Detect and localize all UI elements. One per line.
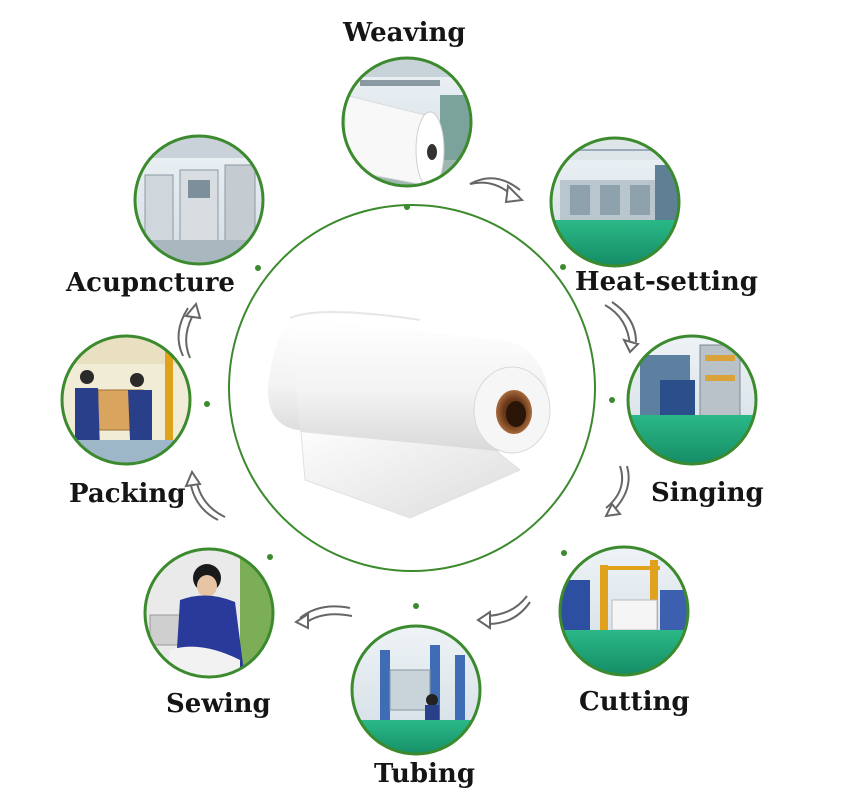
step-label-cutting: Cutting <box>579 689 690 715</box>
acupncture-photo <box>133 134 273 275</box>
step-label-tubing: Tubing <box>374 761 475 787</box>
step-label-singing: Singing <box>651 480 764 506</box>
step-label-packing: Packing <box>69 481 186 507</box>
fabric-roll-image <box>268 312 550 518</box>
sewing-photo <box>143 547 283 690</box>
step-label-heat-setting: Heat-setting <box>575 269 758 295</box>
cutting-photo <box>558 545 698 685</box>
heat-setting-photo <box>550 135 690 275</box>
tubing-photo <box>350 625 490 765</box>
step-label-sewing: Sewing <box>166 691 271 717</box>
weaving-photo <box>340 55 480 195</box>
singing-photo <box>625 333 765 475</box>
step-label-weaving: Weaving <box>343 20 466 46</box>
packing-photo <box>60 334 200 475</box>
step-label-acupncture: Acupncture <box>66 270 235 296</box>
